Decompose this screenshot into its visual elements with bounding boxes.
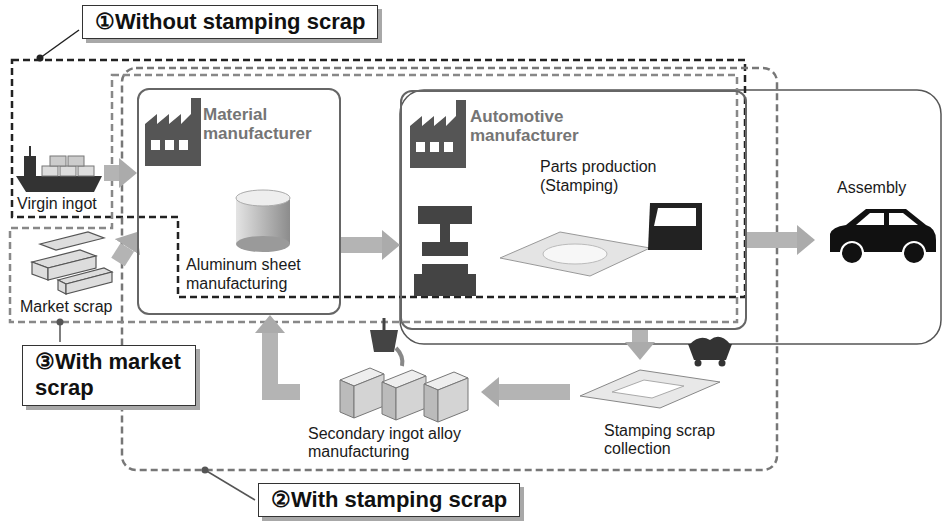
region-title: ②With stamping scrap <box>271 487 507 513</box>
scrap-icon <box>580 370 720 408</box>
flow-arrow <box>104 165 119 181</box>
company-box: Material manufacturerAluminum sheet manu… <box>137 88 341 315</box>
company-name: Automotive manufacturer <box>470 108 610 145</box>
ship-icon <box>16 146 102 192</box>
item-label: Virgin ingot <box>17 195 97 213</box>
flow-arrow <box>270 333 300 392</box>
ladle-icon <box>370 318 402 366</box>
panel-icon <box>500 232 650 276</box>
process-item: Stamping scrap collection <box>570 360 734 465</box>
press-icon <box>414 206 476 296</box>
flow-arrow <box>499 384 570 400</box>
item-label: Aluminum sheet manufacturing <box>186 256 326 293</box>
item-label: Secondary ingot alloy manufacturing <box>308 425 476 462</box>
flow-arrow <box>747 232 797 248</box>
region-label: ③With market scrap <box>22 345 196 406</box>
flow-arrow <box>632 330 648 342</box>
factory-icon <box>145 98 201 166</box>
company-name: Material manufacturer <box>203 106 333 143</box>
item-label: Parts production (Stamping) <box>540 158 690 195</box>
car-icon <box>830 209 936 264</box>
item-label: Assembly <box>837 179 906 197</box>
coil-icon <box>236 190 290 252</box>
source-item: Virgin ingot <box>12 140 104 217</box>
region-label: ②With stamping scrap <box>258 483 520 517</box>
outer-frame <box>400 90 941 344</box>
region-label: ①Without stamping scrap <box>82 5 378 39</box>
item-label: Market scrap <box>20 298 112 316</box>
region-2 <box>122 68 777 470</box>
region-title: ③With market scrap <box>35 349 183 402</box>
source-item: Market scrap <box>15 234 118 320</box>
cart-icon <box>688 337 732 367</box>
region-title: ①Without stamping scrap <box>95 9 365 35</box>
item-label: Stamping scrap collection <box>604 422 729 459</box>
door-icon <box>648 203 702 250</box>
secondary-ingots <box>340 368 468 422</box>
region-3 <box>10 75 737 322</box>
flow-arrow <box>118 247 127 262</box>
process-item: Secondary ingot alloy manufacturing <box>300 355 481 467</box>
ingot-icon <box>32 232 112 294</box>
factory-icon <box>410 100 466 168</box>
company-box: Automotive manufacturerParts production … <box>400 90 747 330</box>
flow-arrow <box>341 237 382 253</box>
process-item: Assembly <box>815 175 940 270</box>
